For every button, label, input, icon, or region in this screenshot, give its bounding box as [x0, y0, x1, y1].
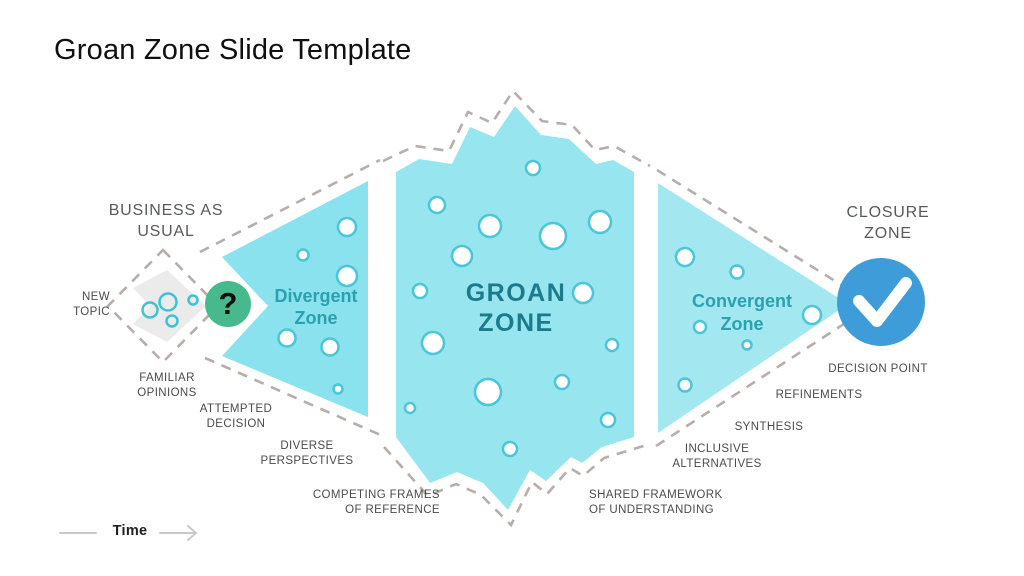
zone-line: ZONE: [478, 309, 554, 337]
bubble: [336, 216, 358, 238]
bubble: [411, 282, 429, 300]
groan-zone-title: GROAN ZONE: [436, 278, 596, 338]
convergent-top-dash: [656, 168, 844, 288]
label-decision-point: DECISION POINT: [828, 363, 928, 375]
bubble: [427, 195, 447, 215]
zone-line: Divergent: [274, 286, 358, 306]
divergent-zone-shape: [199, 158, 386, 439]
bubble: [320, 337, 340, 357]
bubble: [450, 244, 474, 268]
groan-jagged-polygon: [396, 106, 634, 510]
bubble: [604, 337, 620, 353]
convergent-triangle: [658, 183, 848, 433]
bubble: [599, 411, 617, 429]
bubble: [553, 373, 571, 391]
label-line: TOPIC: [73, 306, 110, 318]
label-new-topic: NEW TOPIC: [38, 290, 110, 320]
convergent-zone-title: Convergent Zone: [671, 290, 813, 336]
bubble: [692, 319, 708, 335]
stage-business-as-usual: BUSINESS AS USUAL: [96, 200, 236, 242]
bubble: [165, 314, 179, 328]
label-line: OPINIONS: [137, 387, 197, 399]
bubble: [473, 377, 503, 407]
label-line: ALTERNATIVES: [672, 458, 762, 470]
label-familiar-opinions: FAMILIAR OPINIONS: [107, 371, 227, 401]
bubble: [335, 264, 359, 288]
label-shared-framework: SHARED FRAMEWORK OF UNDERSTANDING: [589, 488, 759, 518]
stage-line: ZONE: [864, 225, 912, 242]
label-line: SHARED FRAMEWORK: [589, 489, 723, 501]
diamond-arrow-shape: [133, 270, 206, 342]
zone-line: Zone: [294, 308, 338, 328]
time-label: Time: [112, 523, 148, 539]
bubble: [420, 330, 446, 356]
groan-zone-shape: [382, 88, 651, 528]
label-line: ATTEMPTED: [199, 403, 273, 415]
bubble: [477, 213, 503, 239]
label-line: DECISION: [206, 418, 266, 430]
label-line: FAMILIAR: [139, 372, 195, 384]
bubble: [524, 159, 542, 177]
groan-top-dash: [382, 88, 651, 168]
bubble: [801, 304, 823, 326]
stage-line: CLOSURE: [846, 204, 930, 221]
check-icon: [853, 277, 912, 327]
label-line: PERSPECTIVES: [260, 455, 354, 467]
zone-line: Convergent: [691, 291, 792, 311]
slide-title: Groan Zone Slide Template: [54, 34, 412, 66]
label-line: INCLUSIVE: [684, 443, 750, 455]
decision-check: [837, 258, 925, 346]
zone-line: Zone: [720, 314, 764, 334]
divergent-top-dash: [199, 158, 381, 254]
bubble: [296, 248, 310, 262]
bubble: [741, 339, 753, 351]
convergent-zone-shape: [655, 168, 848, 448]
time-axis: [59, 525, 198, 541]
label-inclusive-alternatives: INCLUSIVE ALTERNATIVES: [647, 442, 787, 472]
bubble: [277, 328, 297, 348]
time-arrow-icon: [187, 525, 198, 541]
new-topic-diamond: [106, 248, 220, 364]
diamond-dashed-outline: [106, 248, 220, 364]
label-line: NEW: [81, 291, 110, 303]
bubble: [332, 383, 344, 395]
divergent-triangle: [222, 181, 368, 417]
divergent-zone-title: Divergent Zone: [246, 285, 386, 329]
label-line: OF UNDERSTANDING: [589, 504, 715, 516]
bubble: [538, 221, 568, 251]
label-refinements: REFINEMENTS: [775, 389, 863, 401]
stage-closure-zone: CLOSURE ZONE: [818, 202, 958, 244]
groan-bottom-dash: [383, 442, 651, 528]
bubble: [677, 377, 693, 393]
question-circle: [205, 281, 251, 327]
bubble: [187, 294, 199, 306]
bubble: [587, 209, 613, 235]
bubble: [501, 440, 519, 458]
zone-line: GROAN: [465, 279, 567, 307]
bubble: [158, 292, 178, 312]
label-line: OF REFERENCE: [345, 504, 440, 516]
bubble: [571, 281, 595, 305]
stage-line: BUSINESS AS: [108, 202, 224, 219]
divergent-bottom-dash: [204, 356, 386, 439]
check-circle: [837, 258, 925, 346]
label-competing-frames: COMPETING FRAMES OF REFERENCE: [290, 488, 440, 518]
convergent-bottom-dash: [655, 320, 848, 448]
bubble: [729, 264, 745, 280]
bubble: [674, 246, 696, 268]
question-icon: ?: [218, 286, 238, 321]
label-synthesis: SYNTHESIS: [734, 421, 804, 433]
stage-line: USUAL: [137, 223, 195, 240]
label-line: COMPETING FRAMES: [312, 489, 440, 501]
bubble: [141, 301, 159, 319]
label-attempted-decision: ATTEMPTED DECISION: [176, 402, 296, 432]
label-diverse-perspectives: DIVERSE PERSPECTIVES: [237, 439, 377, 469]
bubble: [403, 401, 417, 415]
label-line: DIVERSE: [280, 440, 334, 452]
